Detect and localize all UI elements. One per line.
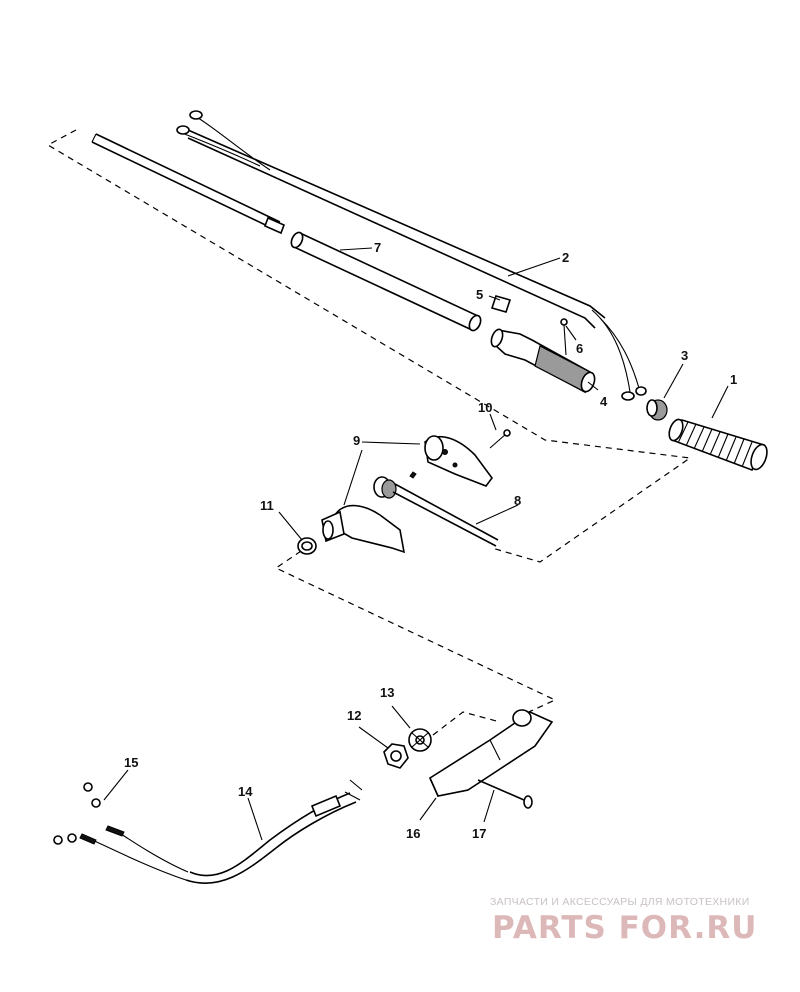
part-9-housing-upper — [424, 435, 493, 487]
part-15-nuts — [53, 782, 101, 845]
callout-3: 3 — [681, 348, 688, 363]
watermark-tagline: ЗАПЧАСТИ И АКСЕССУАРЫ ДЛЯ МОТОТЕХНИКИ — [490, 896, 750, 908]
part-13-lock-washer — [408, 728, 432, 752]
callout-12: 12 — [347, 708, 361, 723]
callout-labels: 1 2 3 4 5 6 7 8 9 10 11 12 13 14 15 16 1… — [124, 240, 737, 841]
part-14-cable — [79, 779, 363, 885]
watermark-logo: PARTS FOR.RU — [492, 910, 758, 946]
callout-2: 2 — [562, 250, 569, 265]
callout-17: 17 — [472, 826, 486, 841]
callout-15: 15 — [124, 755, 138, 770]
assembly-guide-lines — [46, 129, 692, 736]
callout-9: 9 — [353, 433, 360, 448]
callout-16: 16 — [406, 826, 420, 841]
part-4-throttle-tube — [490, 328, 596, 394]
callout-8: 8 — [514, 493, 521, 508]
callout-11: 11 — [260, 498, 274, 513]
part-1-handle-grip — [668, 418, 768, 472]
callout-10: 10 — [478, 400, 492, 415]
callout-14: 14 — [238, 784, 253, 799]
part-12-nut — [383, 743, 409, 769]
part-16-bracket — [428, 709, 554, 797]
part-10-screw — [409, 429, 511, 479]
leader-lines — [103, 247, 729, 841]
part-11-ring — [297, 537, 317, 555]
callout-5: 5 — [476, 287, 483, 302]
part-9-housing-lower — [321, 504, 406, 554]
callout-7: 7 — [374, 240, 381, 255]
part-7-tube — [290, 231, 482, 332]
callout-1: 1 — [730, 372, 737, 387]
part-5-clip — [490, 295, 512, 313]
part-17-bolt — [477, 779, 533, 809]
part-8-shaft — [373, 476, 499, 547]
long-shaft — [91, 133, 286, 235]
part-2-wire-harness-tube — [176, 110, 647, 401]
callout-6: 6 — [576, 341, 583, 356]
callout-4: 4 — [600, 394, 608, 409]
part-6-screw — [560, 318, 568, 356]
callout-13: 13 — [380, 685, 394, 700]
part-3-bushing — [646, 399, 668, 421]
